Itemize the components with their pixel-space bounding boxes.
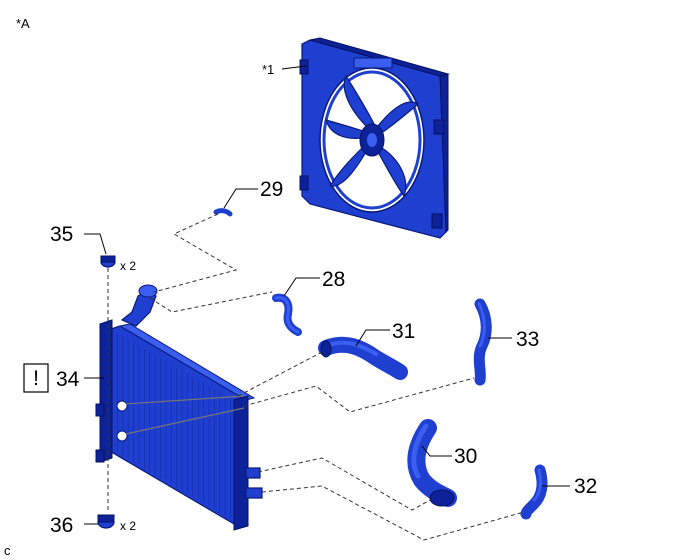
quantity-35: x 2 (120, 259, 136, 273)
quantity-36: x 2 (120, 519, 136, 533)
hose-33 (473, 298, 492, 386)
callout-35: 35 (50, 223, 73, 246)
hose-28 (272, 293, 302, 336)
callout-33: 33 (516, 328, 539, 351)
callout-fan-shroud: *1 (262, 62, 274, 77)
corner-mark: c (4, 543, 11, 558)
radiator (95, 284, 263, 531)
callout-34: 34 (56, 368, 80, 391)
fan-shroud-assembly (299, 37, 450, 239)
routing-lines (107, 213, 525, 541)
caution-glyph: ! (33, 367, 39, 390)
callout-30: 30 (454, 445, 477, 468)
radiator-fins (111, 330, 237, 522)
callout-29: 29 (260, 178, 283, 201)
upper-radiator-support-cushion (100, 255, 116, 268)
hose-29 (213, 208, 233, 217)
leader-lines (84, 65, 570, 525)
hose-30 (407, 419, 457, 507)
hose-32 (520, 464, 548, 520)
callout-36: 36 (50, 514, 73, 537)
hose-31 (318, 336, 408, 380)
caution-mark: ! (23, 363, 49, 393)
callout-28: 28 (322, 268, 345, 291)
lower-radiator-support-cushion (97, 514, 115, 529)
callout-32: 32 (574, 475, 597, 498)
view-label: *A (16, 16, 30, 31)
callout-31: 31 (392, 320, 415, 343)
